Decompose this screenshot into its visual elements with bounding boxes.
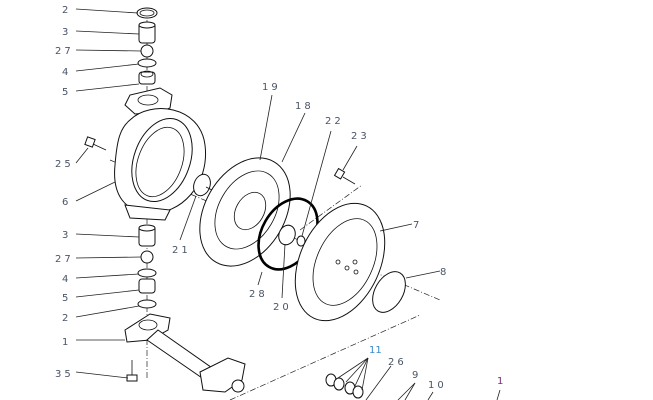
diaphragm: [199, 157, 291, 267]
washer: [296, 235, 306, 247]
label-27-bottom: 27: [55, 254, 74, 265]
label-9: 9: [412, 370, 421, 381]
oring-bottom: [137, 299, 157, 309]
label-26: 26: [388, 357, 407, 368]
label-4-top: 4: [62, 67, 71, 78]
label-11: 11: [369, 345, 382, 356]
label-4-bottom: 4: [62, 274, 71, 285]
label-1: 1: [62, 337, 71, 348]
cover-oring: [372, 271, 406, 313]
label-25: 25: [55, 159, 74, 170]
center-disc: [193, 173, 211, 197]
lower-axis-line: [229, 314, 421, 400]
guide-top: [138, 71, 156, 85]
label-22: 22: [325, 116, 344, 127]
ball-top: [140, 44, 154, 58]
label-2-top: 2: [62, 5, 71, 16]
bolt-left: [84, 136, 107, 151]
guide-bottom: [138, 278, 156, 294]
label-23: 23: [351, 131, 370, 142]
gasket-top: [137, 58, 157, 68]
label-18: 18: [295, 101, 314, 112]
inner-plate: [278, 224, 296, 246]
leader-lines: [75, 8, 501, 400]
label-27-top: 27: [55, 46, 74, 57]
bolt-axis-line: [299, 184, 363, 231]
air-cover: [294, 202, 386, 322]
label-21: 21: [172, 245, 191, 256]
manifold: [124, 313, 246, 393]
pump-housing: [114, 87, 207, 221]
bolt-right: [333, 167, 356, 185]
gasket-bottom: [137, 268, 157, 278]
label-28: 28: [249, 289, 268, 300]
manifold-bolt: [126, 360, 138, 382]
ball-bottom: [140, 250, 154, 264]
label-3-bottom: 3: [62, 230, 71, 241]
small-orings: [325, 373, 364, 399]
label-3-top: 3: [62, 27, 71, 38]
label-1-right: 1: [497, 376, 506, 387]
label-6: 6: [62, 197, 71, 208]
label-2-bottom: 2: [62, 313, 71, 324]
label-5-bottom: 5: [62, 293, 71, 304]
label-7: 7: [413, 220, 422, 231]
label-35: 35: [55, 369, 74, 380]
label-5-top: 5: [62, 87, 71, 98]
label-20: 20: [273, 302, 292, 313]
label-10: 10: [428, 380, 447, 391]
label-8: 8: [440, 267, 449, 278]
label-19: 19: [262, 82, 281, 93]
